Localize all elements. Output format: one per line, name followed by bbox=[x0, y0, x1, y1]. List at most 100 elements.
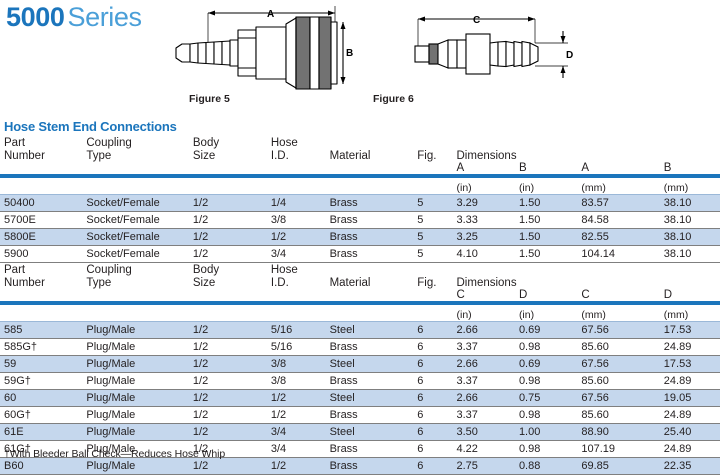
cell-part: 59G† bbox=[0, 373, 86, 390]
cell-material: Brass bbox=[330, 373, 418, 390]
col-header-fig: Fig. bbox=[417, 263, 456, 290]
cell-material: Steel bbox=[330, 322, 418, 339]
cell-hose: 1/2 bbox=[271, 407, 330, 424]
table-row[interactable]: 60 Plug/Male 1/2 1/2 Steel 6 2.66 0.75 6… bbox=[0, 390, 720, 407]
unit-dim4: (mm) bbox=[664, 305, 720, 322]
cell-hose: 3/4 bbox=[271, 441, 330, 458]
cell-d2: 1.50 bbox=[519, 195, 581, 212]
table-row[interactable]: 5900 Socket/Female 1/2 3/4 Brass 5 4.10 … bbox=[0, 246, 720, 263]
cell-d4: 38.10 bbox=[664, 229, 720, 246]
col-header-dim1: C bbox=[457, 289, 519, 301]
col-header-body-size: Body Size bbox=[193, 263, 271, 290]
cell-d4: 17.53 bbox=[664, 322, 720, 339]
cell-coupling: Plug/Male bbox=[86, 339, 193, 356]
col-header-fig: Fig. bbox=[417, 136, 456, 162]
table-row[interactable]: 61E Plug/Male 1/2 3/4 Steel 6 3.50 1.00 … bbox=[0, 424, 720, 441]
table-row[interactable]: 5800E Socket/Female 1/2 1/2 Brass 5 3.25… bbox=[0, 229, 720, 246]
cell-d1: 2.66 bbox=[457, 390, 519, 407]
cell-body: 1/2 bbox=[193, 339, 271, 356]
cell-d2: 1.00 bbox=[519, 424, 581, 441]
col-header-dim2: D bbox=[519, 289, 581, 301]
cell-material: Steel bbox=[330, 356, 418, 373]
cell-coupling: Socket/Female bbox=[86, 212, 193, 229]
cell-material: Brass bbox=[330, 212, 418, 229]
cell-hose: 1/2 bbox=[271, 390, 330, 407]
page-title-number: 5000 bbox=[6, 2, 64, 32]
cell-d4: 24.89 bbox=[664, 407, 720, 424]
cell-d4: 24.89 bbox=[664, 441, 720, 458]
cell-d2: 0.69 bbox=[519, 356, 581, 373]
unit-dim2: (in) bbox=[519, 178, 581, 195]
table-row[interactable]: 59G† Plug/Male 1/2 3/8 Brass 6 3.37 0.98… bbox=[0, 373, 720, 390]
cell-fig: 6 bbox=[417, 424, 456, 441]
col-header-body-size: Body Size bbox=[193, 136, 271, 162]
svg-text:B: B bbox=[346, 48, 353, 59]
table-row[interactable]: 60G† Plug/Male 1/2 1/2 Brass 6 3.37 0.98… bbox=[0, 407, 720, 424]
cell-material: Brass bbox=[330, 195, 418, 212]
table-row[interactable]: 5700E Socket/Female 1/2 3/8 Brass 5 3.33… bbox=[0, 212, 720, 229]
cell-d2: 0.69 bbox=[519, 322, 581, 339]
cell-d3: 83.57 bbox=[581, 195, 663, 212]
table-row[interactable]: 59 Plug/Male 1/2 3/8 Steel 6 2.66 0.69 6… bbox=[0, 356, 720, 373]
col-header-part-number: Part Number bbox=[0, 263, 86, 290]
cell-body: 1/2 bbox=[193, 322, 271, 339]
cell-material: Steel bbox=[330, 390, 418, 407]
cell-hose: 5/16 bbox=[271, 322, 330, 339]
table-row[interactable]: 50400 Socket/Female 1/2 1/4 Brass 5 3.29… bbox=[0, 195, 720, 212]
cell-d3: 85.60 bbox=[581, 407, 663, 424]
col-header-dim4: D bbox=[664, 289, 720, 301]
table-units-row: (in) (in) (mm) (mm) bbox=[0, 305, 720, 322]
cell-d3: 88.90 bbox=[581, 424, 663, 441]
cell-d2: 0.98 bbox=[519, 339, 581, 356]
unit-dim4: (mm) bbox=[664, 178, 720, 195]
cell-material: Brass bbox=[330, 246, 418, 263]
svg-text:D: D bbox=[566, 50, 573, 61]
cell-body: 1/2 bbox=[193, 424, 271, 441]
col-header-dim2: B bbox=[519, 162, 581, 174]
figure-area: A B bbox=[160, 0, 720, 115]
cell-fig: 6 bbox=[417, 322, 456, 339]
table-row[interactable]: 585G† Plug/Male 1/2 5/16 Brass 6 3.37 0.… bbox=[0, 339, 720, 356]
cell-body: 1/2 bbox=[193, 229, 271, 246]
cell-part: 5700E bbox=[0, 212, 86, 229]
cell-part: B60 bbox=[0, 458, 86, 475]
figure-6-caption: Figure 6 bbox=[373, 93, 414, 105]
cell-d3: 104.14 bbox=[581, 246, 663, 263]
footnote: †With Bleeder Ball Check—Reduces Hose Wh… bbox=[4, 448, 225, 460]
cell-body: 1/2 bbox=[193, 458, 271, 475]
col-header-dimensions: Dimensions bbox=[457, 263, 720, 290]
cell-hose: 3/4 bbox=[271, 424, 330, 441]
cell-fig: 5 bbox=[417, 195, 456, 212]
cell-d4: 38.10 bbox=[664, 246, 720, 263]
cell-material: Brass bbox=[330, 229, 418, 246]
cell-fig: 6 bbox=[417, 458, 456, 475]
cell-d3: 107.19 bbox=[581, 441, 663, 458]
cell-d2: 0.98 bbox=[519, 373, 581, 390]
fig5-dim-b bbox=[341, 22, 346, 84]
section-heading: Hose Stem End Connections bbox=[4, 119, 177, 134]
cell-d4: 24.89 bbox=[664, 339, 720, 356]
cell-hose: 5/16 bbox=[271, 339, 330, 356]
cell-d1: 2.75 bbox=[457, 458, 519, 475]
cell-d2: 0.88 bbox=[519, 458, 581, 475]
cell-d1: 3.50 bbox=[457, 424, 519, 441]
table-row[interactable]: B60 Plug/Male 1/2 1/2 Brass 6 2.75 0.88 … bbox=[0, 458, 720, 475]
cell-part: 5900 bbox=[0, 246, 86, 263]
cell-d1: 4.10 bbox=[457, 246, 519, 263]
cell-coupling: Plug/Male bbox=[86, 356, 193, 373]
col-header-coupling-type: Coupling Type bbox=[86, 136, 193, 162]
cell-fig: 5 bbox=[417, 246, 456, 263]
cell-coupling: Plug/Male bbox=[86, 322, 193, 339]
cell-coupling: Plug/Male bbox=[86, 407, 193, 424]
hose-stem-end-connections-table: Part Number Coupling Type Body Size Hose… bbox=[0, 136, 720, 475]
table-row[interactable]: 585 Plug/Male 1/2 5/16 Steel 6 2.66 0.69… bbox=[0, 322, 720, 339]
table-header-row: Part Number Coupling Type Body Size Hose… bbox=[0, 263, 720, 290]
cell-d1: 4.22 bbox=[457, 441, 519, 458]
cell-coupling: Socket/Female bbox=[86, 229, 193, 246]
cell-hose: 3/8 bbox=[271, 373, 330, 390]
unit-dim2: (in) bbox=[519, 305, 581, 322]
cell-part: 585 bbox=[0, 322, 86, 339]
cell-body: 1/2 bbox=[193, 407, 271, 424]
cell-d3: 85.60 bbox=[581, 339, 663, 356]
